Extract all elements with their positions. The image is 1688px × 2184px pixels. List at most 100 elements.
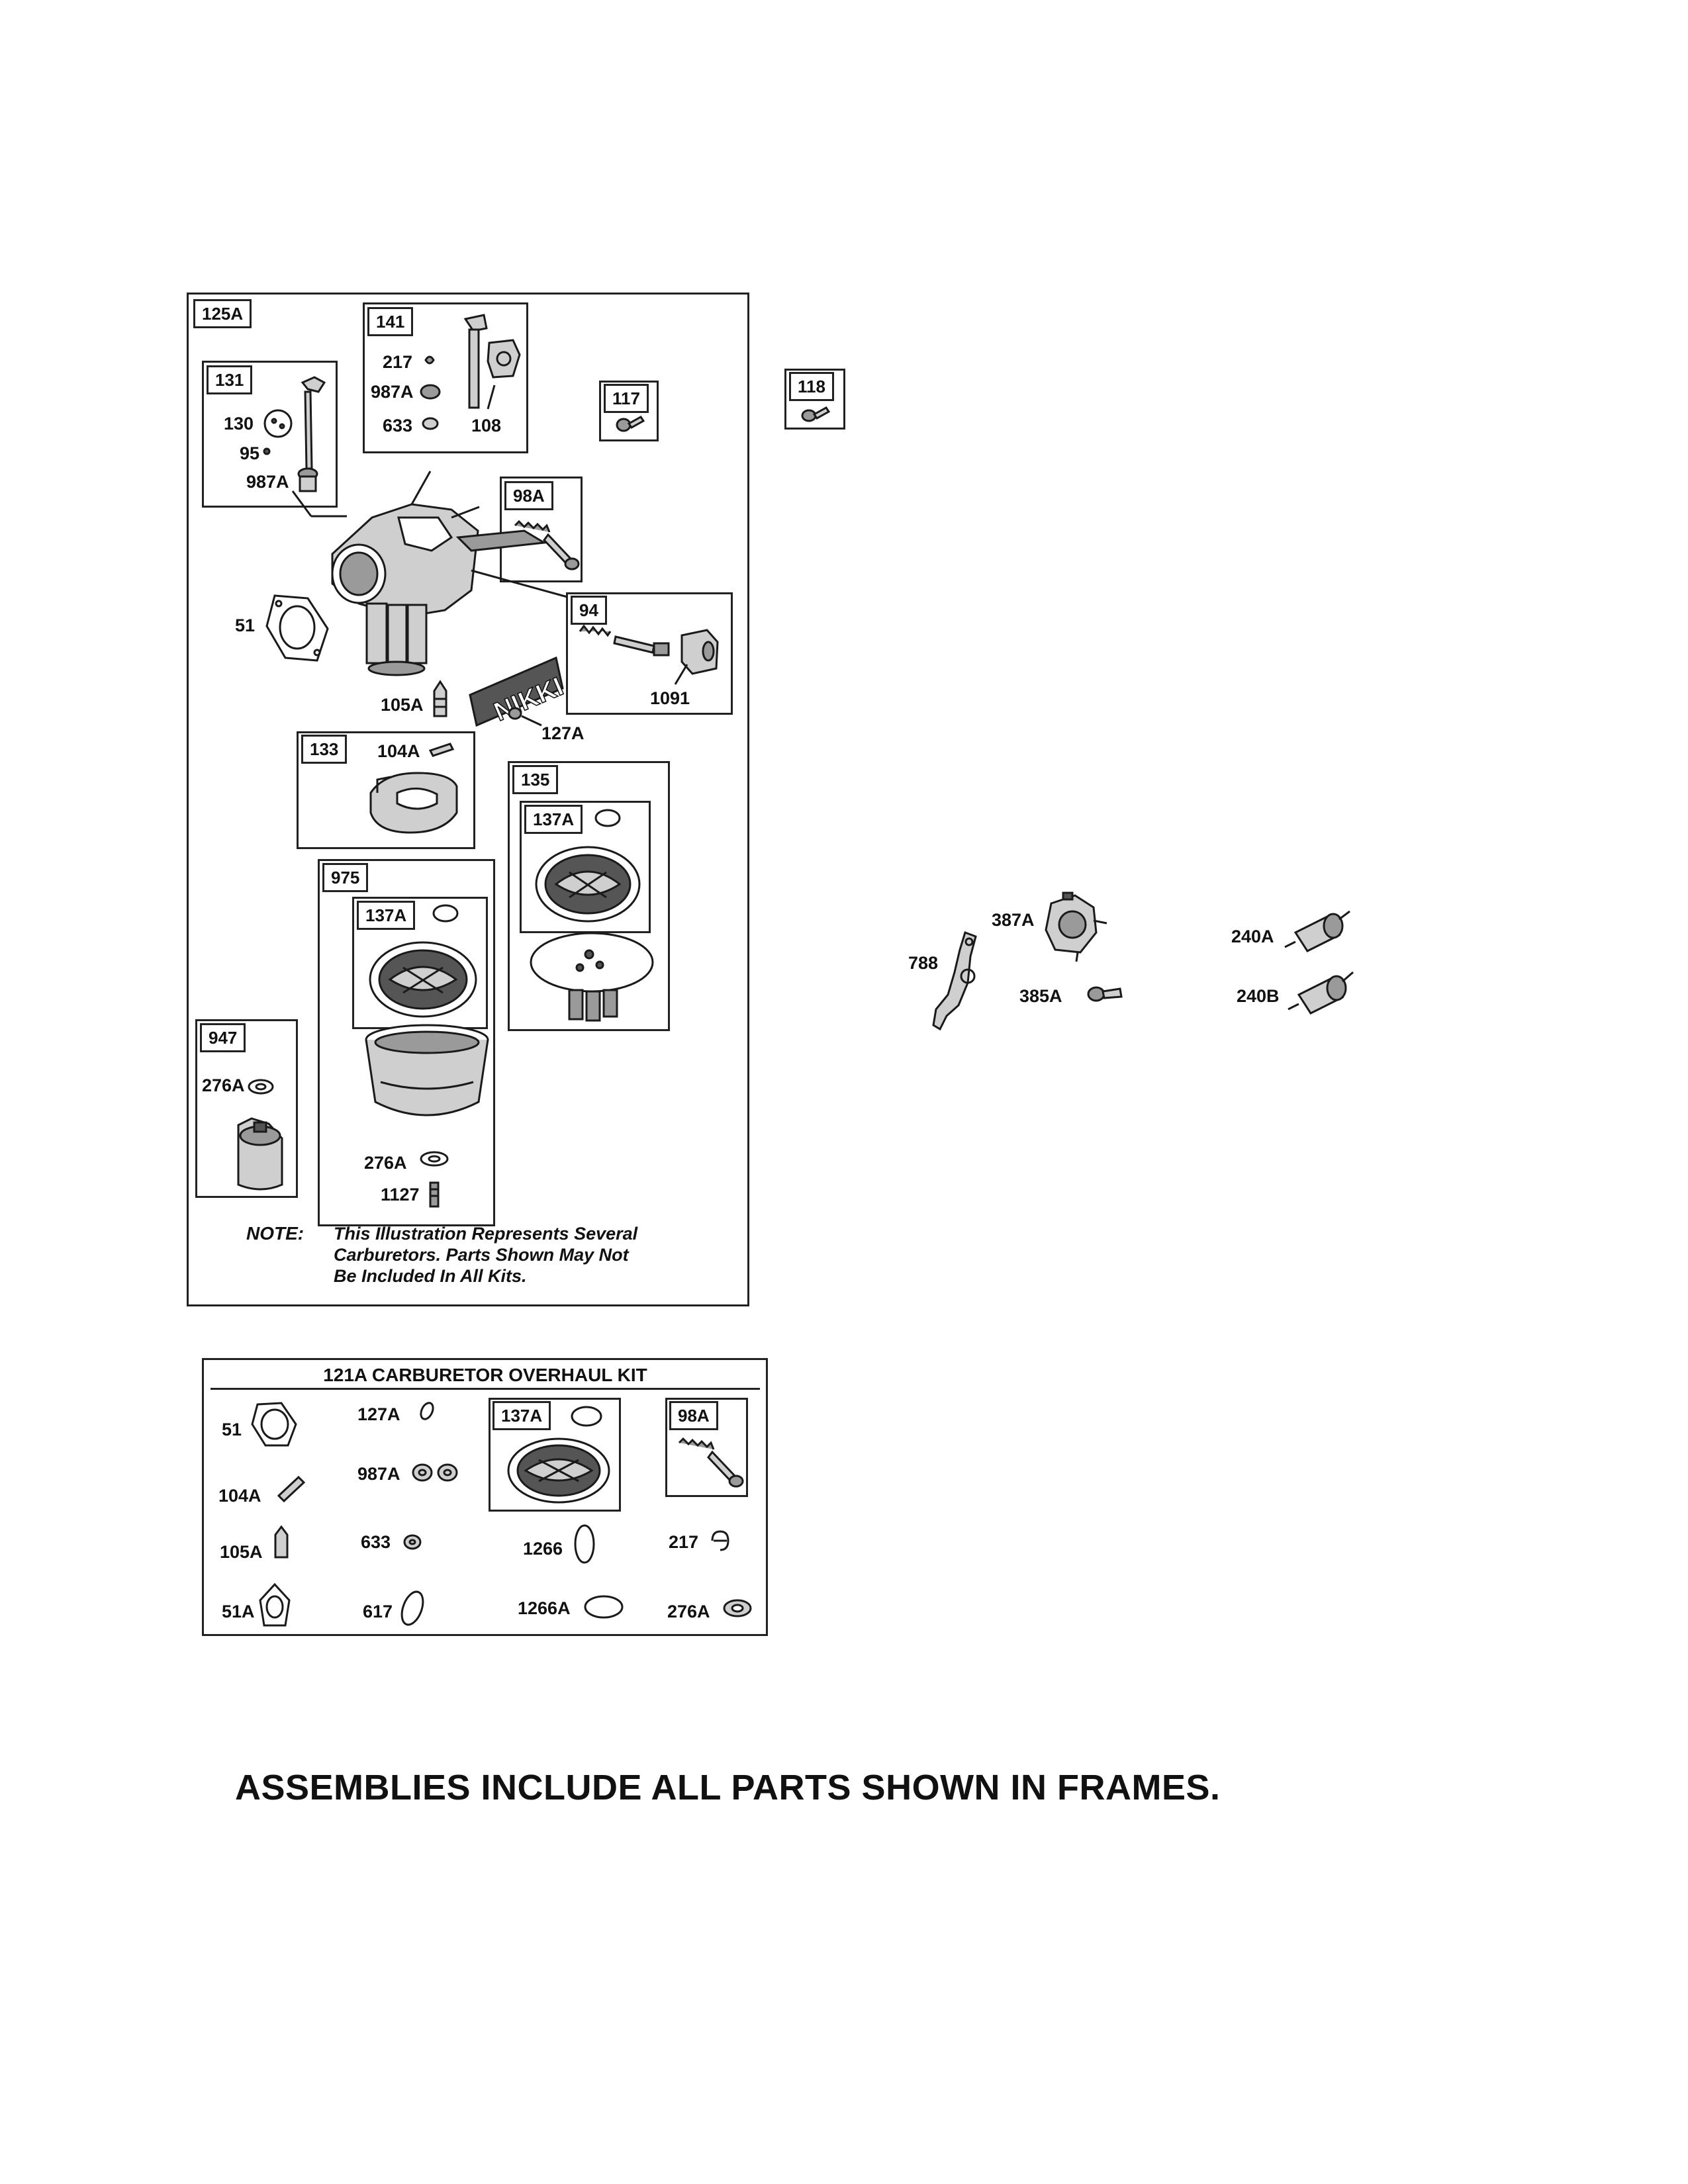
frame-tag-131: 131 xyxy=(207,365,253,394)
frame-tag-141: 141 xyxy=(367,307,414,336)
frame-tag-133: 133 xyxy=(301,735,348,764)
idle-screw-spring-icon xyxy=(510,518,583,577)
overhaul-kit-frame-121a xyxy=(202,1358,768,1636)
throttle-lever-icon xyxy=(907,930,993,1032)
kit-gasket-frame-137a xyxy=(489,1398,621,1512)
part-label-105a: 105A xyxy=(381,695,424,715)
kit-oring-1266a-icon xyxy=(581,1592,628,1621)
kit-needle-105a-icon xyxy=(271,1525,291,1565)
fuel-filter-a-icon xyxy=(1281,903,1354,963)
kit-oring-617-icon xyxy=(396,1585,429,1631)
frame-tag-117: 117 xyxy=(604,384,649,413)
kit-oring-1266-icon xyxy=(568,1521,601,1567)
assemblies-footer-note: ASSEMBLIES INCLUDE ALL PARTS SHOWN IN FR… xyxy=(235,1768,1221,1807)
part-label-240b: 240B xyxy=(1237,986,1280,1006)
fuel-pump-icon xyxy=(1038,890,1111,963)
part-label-387a: 387A xyxy=(992,910,1035,930)
gasket-frame-137a-135 xyxy=(520,801,651,933)
kit-seal-633-icon xyxy=(400,1529,427,1555)
part-label-633: 633 xyxy=(383,416,413,435)
kit-label-633: 633 xyxy=(361,1532,391,1552)
kit-label-51a: 51A xyxy=(222,1602,255,1621)
gasket-icon xyxy=(261,589,334,668)
part-label-104a: 104A xyxy=(377,741,420,761)
screw-127a-icon xyxy=(504,702,557,735)
frame-tag-137a-135: 137A xyxy=(524,805,583,834)
part-label-127a: 127A xyxy=(541,723,585,743)
assembly-frame-117 xyxy=(599,381,659,441)
kit-label-1266a: 1266A xyxy=(518,1598,571,1618)
kit-clip-217-icon xyxy=(707,1527,733,1554)
solenoid-icon xyxy=(225,1072,298,1195)
note-heading: NOTE: xyxy=(246,1223,305,1244)
nikki-brand-plate: NIKKI xyxy=(463,655,568,727)
kit-label-105a: 105A xyxy=(220,1542,263,1562)
part-label-108: 108 xyxy=(471,416,502,435)
pump-screw-icon xyxy=(1086,981,1125,1007)
part-label-276a-947: 276A xyxy=(202,1075,245,1095)
kit-label-104a: 104A xyxy=(218,1486,261,1506)
kit-label-987a: 987A xyxy=(357,1464,400,1484)
carburetor-body-icon xyxy=(306,491,571,703)
frame-tag-94: 94 xyxy=(571,596,607,625)
kit-tag-98a: 98A xyxy=(669,1401,718,1430)
float-icon xyxy=(357,740,473,846)
part-label-95: 95 xyxy=(240,443,260,463)
part-label-987a-131: 987A xyxy=(246,472,289,492)
assembly-frame-141 xyxy=(363,302,528,453)
screw-118-icon xyxy=(801,401,830,424)
screw-117-icon xyxy=(616,412,645,434)
kit-idle-screw-98a-icon xyxy=(674,1436,747,1496)
note-line-3: Be Included In All Kits. xyxy=(334,1266,527,1286)
frame-tag-98a: 98A xyxy=(504,481,553,510)
assembly-frame-135 xyxy=(508,761,670,1031)
kit-pin-104a-icon xyxy=(275,1471,308,1504)
part-label-130: 130 xyxy=(224,414,254,433)
frame-tag-135: 135 xyxy=(512,765,559,794)
float-bowl-icon xyxy=(361,1023,493,1135)
kit-label-617: 617 xyxy=(363,1602,393,1621)
kit-tag-137a: 137A xyxy=(492,1401,551,1430)
assembly-frame-125a xyxy=(187,293,749,1306)
kit-gasket-51a-icon xyxy=(255,1582,295,1635)
kit-label-127a: 127A xyxy=(357,1404,400,1424)
part-label-987a-141: 987A xyxy=(371,382,414,402)
kit-bowl-gasket-137a-icon xyxy=(496,1402,619,1509)
part-label-51: 51 xyxy=(235,615,256,635)
assembly-frame-975 xyxy=(318,859,495,1226)
assembly-frame-118 xyxy=(784,369,845,430)
kit-spring-frame-98a xyxy=(665,1398,748,1497)
frame-tag-118: 118 xyxy=(789,372,834,401)
kit-gasket-51-icon xyxy=(248,1398,301,1451)
diaphragm-plate-icon xyxy=(523,927,662,1026)
note-line-1: This Illustration Represents Several xyxy=(334,1224,638,1244)
inlet-needle-icon xyxy=(430,680,450,727)
assembly-frame-131 xyxy=(202,361,338,508)
assembly-frame-94 xyxy=(566,592,733,715)
part-label-1127: 1127 xyxy=(381,1185,420,1205)
kit-label-1266: 1266 xyxy=(523,1539,563,1559)
assembly-frame-947 xyxy=(195,1019,298,1198)
assembly-frame-98a xyxy=(500,477,583,582)
mixture-screw-assembly-icon xyxy=(576,622,728,688)
part-label-276a-975: 276A xyxy=(364,1153,407,1173)
fuel-filter-b-icon xyxy=(1284,963,1357,1023)
note-text: This Illustration Represents Several Car… xyxy=(334,1223,637,1287)
bowl-gasket-975-icon xyxy=(361,901,487,1026)
note-line-2: Carburetors. Parts Shown May Not xyxy=(334,1245,629,1265)
kit-screw-127a-icon xyxy=(414,1398,440,1424)
part-label-385a: 385A xyxy=(1019,986,1062,1006)
bowl-washer-icon xyxy=(417,1148,457,1214)
kit-label-217: 217 xyxy=(669,1532,699,1552)
kit-seal-987a-icon xyxy=(410,1459,463,1486)
part-label-1091: 1091 xyxy=(650,688,690,708)
throttle-shaft-icon xyxy=(420,311,526,443)
assembly-frame-133 xyxy=(297,731,475,849)
frame-tag-947: 947 xyxy=(200,1023,246,1052)
kit-label-276a: 276A xyxy=(667,1602,710,1621)
part-label-240a: 240A xyxy=(1231,927,1274,946)
frame-tag-137a-975: 137A xyxy=(357,901,416,930)
kit-label-51: 51 xyxy=(222,1420,242,1439)
part-label-788: 788 xyxy=(908,953,939,973)
choke-shaft-icon xyxy=(261,369,334,502)
